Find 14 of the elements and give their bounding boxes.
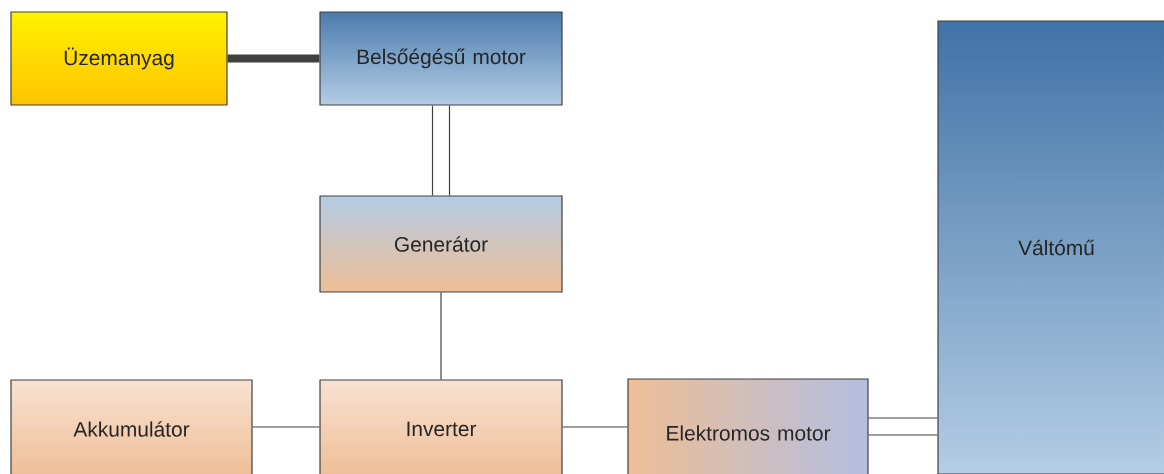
block-box: Akkumulátor bbox=[10, 379, 253, 474]
block-box: Üzemanyag bbox=[10, 11, 228, 106]
connector-line bbox=[431, 105, 434, 196]
connector-line bbox=[252, 426, 320, 428]
block-box: Generátor bbox=[319, 195, 563, 293]
block-box: Elektromos motor bbox=[627, 378, 869, 474]
connector-line bbox=[868, 417, 938, 419]
block-box: Belsőégésű motor bbox=[319, 11, 563, 106]
connector-line bbox=[448, 105, 451, 196]
connector-line bbox=[868, 434, 938, 436]
connector-line bbox=[440, 292, 442, 380]
block-box: Váltómű bbox=[937, 20, 1164, 474]
block-box: Inverter bbox=[319, 379, 563, 474]
connector-line bbox=[562, 426, 628, 428]
